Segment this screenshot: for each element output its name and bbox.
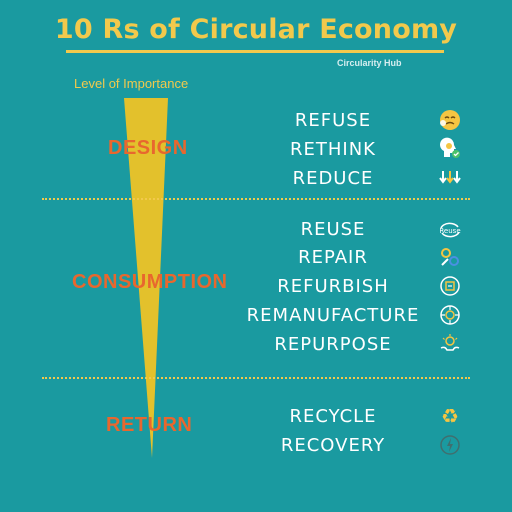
importance-triangle bbox=[124, 98, 168, 458]
r-item-refurbish: REFURBISH bbox=[277, 276, 389, 297]
stage-return: RETURN bbox=[106, 414, 193, 436]
recovery-energy-icon bbox=[438, 433, 462, 457]
divider-design-consumption bbox=[42, 198, 470, 200]
stage-consumption: CONSUMPTION bbox=[72, 271, 228, 293]
divider-consumption-return bbox=[42, 377, 470, 379]
reduce-arrows-icon bbox=[438, 166, 462, 190]
r-item-reuse: REUSE bbox=[300, 219, 366, 240]
source-label: Circularity Hub bbox=[337, 58, 402, 68]
importance-axis-label: Level of Importance bbox=[74, 76, 189, 91]
r-item-reduce: REDUCE bbox=[292, 168, 374, 189]
r-item-rethink: RETHINK bbox=[290, 139, 376, 160]
reuse-icon: Reuse bbox=[438, 218, 462, 242]
r-item-refuse: REFUSE bbox=[294, 110, 372, 131]
repurpose-hands-icon bbox=[438, 332, 462, 356]
svg-text:♻: ♻ bbox=[441, 404, 459, 428]
refurbish-icon bbox=[438, 274, 462, 298]
recycle-icon: ♻ bbox=[438, 404, 462, 428]
r-item-recycle: RECYCLE bbox=[289, 406, 377, 427]
stage-design: DESIGN bbox=[108, 137, 188, 159]
page-title: 10 Rs of Circular Economy bbox=[54, 14, 458, 45]
r-item-repurpose: REPURPOSE bbox=[274, 334, 392, 355]
remanufacture-icon bbox=[438, 303, 462, 327]
r-item-remanufacture: REMANUFACTURE bbox=[246, 305, 420, 326]
rethink-head-icon bbox=[438, 137, 462, 161]
title-underline bbox=[66, 50, 444, 53]
r-item-recovery: RECOVERY bbox=[280, 435, 386, 456]
refuse-face-icon bbox=[438, 108, 462, 132]
repair-gears-icon bbox=[438, 245, 462, 269]
svg-text:Reuse: Reuse bbox=[439, 227, 460, 235]
r-item-repair: REPAIR bbox=[298, 247, 368, 268]
